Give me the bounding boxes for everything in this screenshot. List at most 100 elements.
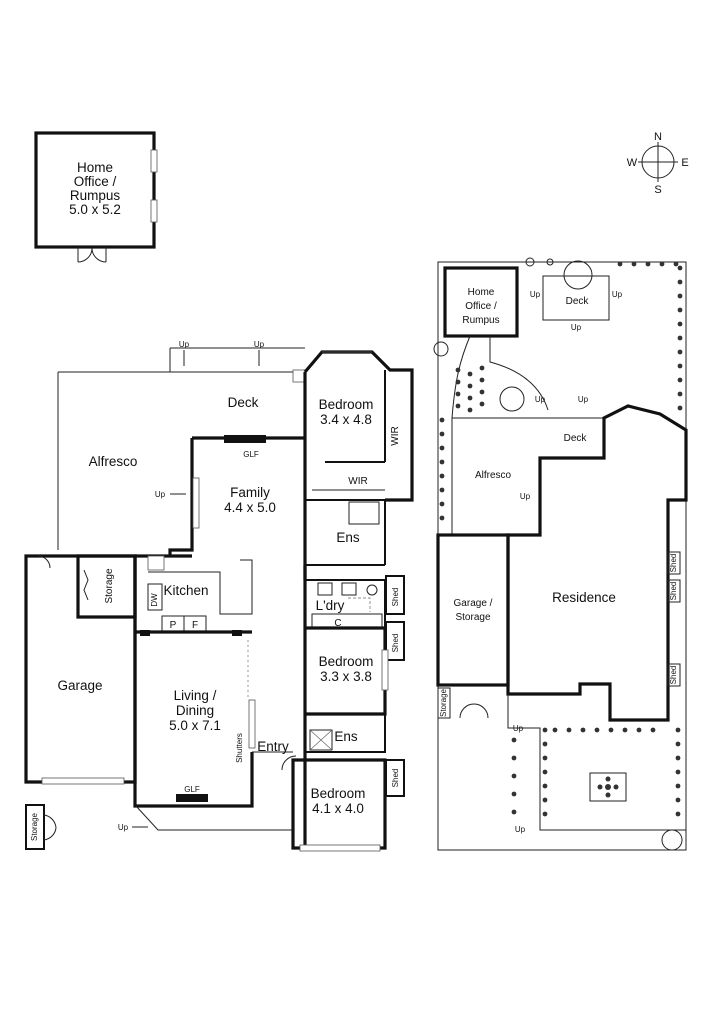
shrub-icon bbox=[455, 391, 461, 397]
shrub-icon bbox=[677, 391, 683, 397]
shrub-icon bbox=[542, 811, 548, 817]
shrub-icon bbox=[542, 727, 548, 733]
up-label-1: Up bbox=[179, 340, 190, 349]
site-up-7: Up bbox=[513, 724, 524, 733]
shrub-icon bbox=[542, 797, 548, 803]
shrub-icon bbox=[439, 431, 445, 437]
shrub-icon bbox=[439, 515, 445, 521]
site-shed-1: Shed bbox=[669, 554, 678, 573]
bed2-size: 3.3 x 3.8 bbox=[320, 669, 372, 684]
site-up-5: Up bbox=[578, 395, 589, 404]
shrub-icon bbox=[455, 379, 461, 385]
bed1-label: Bedroom bbox=[319, 397, 374, 412]
pantry-p-label: P bbox=[170, 620, 177, 631]
shrub-icon bbox=[677, 335, 683, 341]
site-office-1: Home bbox=[468, 287, 495, 298]
shrub-icon bbox=[677, 405, 683, 411]
glf-family: GLF bbox=[243, 450, 259, 459]
shrub-icon bbox=[677, 307, 683, 313]
site-shrubs bbox=[439, 261, 683, 817]
site-up-2: Up bbox=[612, 290, 623, 299]
site-storage: Storage bbox=[439, 688, 448, 717]
studio-label-3: Rumpus bbox=[70, 188, 121, 203]
glf-living: GLF bbox=[184, 785, 200, 794]
bed3-size: 4.1 x 4.0 bbox=[312, 801, 364, 816]
compass-w: W bbox=[627, 157, 638, 169]
shed3-label: Shed bbox=[391, 769, 400, 788]
shrub-icon bbox=[677, 377, 683, 383]
bed3-label: Bedroom bbox=[311, 786, 366, 801]
linen-c-label: C bbox=[334, 618, 341, 629]
site-deck-top: Deck bbox=[566, 296, 590, 307]
shrub-icon bbox=[455, 367, 461, 373]
shrub-icon bbox=[439, 445, 445, 451]
storage-small-label: Storage bbox=[30, 812, 39, 841]
storage-main-label: Storage bbox=[104, 568, 115, 603]
shrub-icon bbox=[673, 261, 679, 267]
shrub-icon bbox=[677, 279, 683, 285]
compass-s: S bbox=[654, 184, 661, 196]
shrub-icon bbox=[542, 783, 548, 789]
site-shed-2: Shed bbox=[669, 582, 678, 601]
shrub-icon bbox=[650, 727, 656, 733]
living-label-1: Living / bbox=[174, 688, 217, 703]
shrub-icon bbox=[511, 755, 517, 761]
shed1-label: Shed bbox=[391, 588, 400, 607]
living-size: 5.0 x 7.1 bbox=[169, 718, 221, 733]
compass-icon: N S E W bbox=[627, 131, 689, 196]
shrub-icon bbox=[439, 487, 445, 493]
shrub-icon bbox=[479, 401, 485, 407]
up-label-3: Up bbox=[155, 490, 166, 499]
shutters-label: Shutters bbox=[235, 733, 244, 763]
shrub-icon bbox=[511, 809, 517, 815]
shrub-icon bbox=[467, 395, 473, 401]
bed2-label: Bedroom bbox=[319, 654, 374, 669]
shrub-icon bbox=[675, 797, 681, 803]
site-deck: Deck bbox=[564, 433, 588, 444]
site-up-1: Up bbox=[530, 290, 541, 299]
entry-label: Entry bbox=[257, 739, 289, 754]
shrub-icon bbox=[608, 727, 614, 733]
site-shed-3: Shed bbox=[669, 666, 678, 685]
shrub-icon bbox=[566, 727, 572, 733]
site-up-6: Up bbox=[520, 492, 531, 501]
studio-building: Home Office / Rumpus 5.0 x 5.2 bbox=[34, 131, 158, 263]
up-label-2: Up bbox=[254, 340, 265, 349]
wir2-label: WIR bbox=[348, 476, 367, 487]
shrub-icon bbox=[552, 727, 558, 733]
shrub-icon bbox=[675, 727, 681, 733]
compass-e: E bbox=[681, 157, 688, 169]
kitchen-label: Kitchen bbox=[163, 583, 208, 598]
garage-label: Garage bbox=[57, 678, 102, 693]
shrub-icon bbox=[617, 261, 623, 267]
shrub-icon bbox=[439, 501, 445, 507]
shrub-icon bbox=[511, 791, 517, 797]
shrub-icon bbox=[467, 407, 473, 413]
dw-label: DW bbox=[150, 593, 159, 607]
shrub-icon bbox=[677, 265, 683, 271]
studio-label-2: Office / bbox=[74, 174, 117, 189]
shrub-icon bbox=[645, 261, 651, 267]
shrub-icon bbox=[580, 727, 586, 733]
compass-n: N bbox=[654, 131, 662, 143]
ens2-label: Ens bbox=[334, 729, 358, 744]
up-label-4: Up bbox=[118, 823, 129, 832]
shrub-icon bbox=[659, 261, 665, 267]
shrub-icon bbox=[594, 727, 600, 733]
shrub-icon bbox=[511, 773, 517, 779]
site-residence: Residence bbox=[552, 590, 616, 605]
wir1-label: WIR bbox=[390, 426, 401, 445]
shrub-icon bbox=[455, 403, 461, 409]
shrub-icon bbox=[479, 365, 485, 371]
shrub-icon bbox=[542, 741, 548, 747]
shrub-icon bbox=[439, 417, 445, 423]
site-garage-2: Storage bbox=[455, 612, 490, 623]
family-label: Family bbox=[230, 485, 270, 500]
studio-size: 5.0 x 5.2 bbox=[69, 202, 121, 217]
living-label-2: Dining bbox=[176, 703, 214, 718]
shrub-icon bbox=[467, 383, 473, 389]
shrub-icon bbox=[677, 349, 683, 355]
shrub-icon bbox=[511, 737, 517, 743]
shrub-icon bbox=[479, 377, 485, 383]
